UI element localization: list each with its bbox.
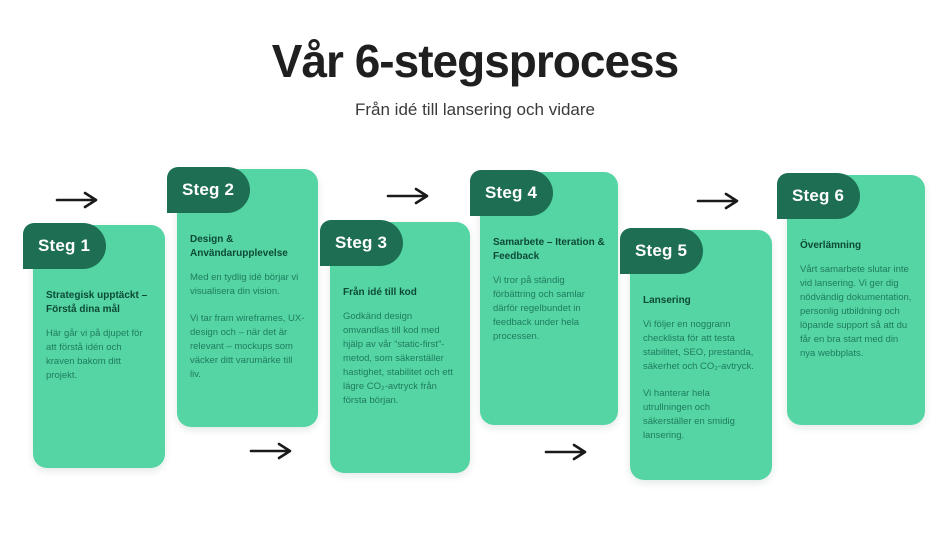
step-badge-label: Steg 4	[485, 183, 538, 202]
step-paragraph: Här går vi på djupet för att förstå idén…	[46, 328, 143, 381]
page-subtitle: Från idé till lansering och vidare	[354, 100, 595, 119]
step-heading: Strategisk upptäckt – Förstå dina mål	[46, 290, 148, 315]
page-title: Vår 6-stegsprocess	[271, 35, 679, 87]
step-card-4: Steg 4 Samarbete – Iteration & Feedback …	[470, 170, 618, 425]
step-heading: Samarbete – Iteration & Feedback	[493, 237, 605, 262]
step-heading: Design & Användarupplevelse	[190, 234, 288, 259]
step-paragraph: Vi följer en noggrann checklista för att…	[643, 319, 754, 372]
step-heading: Lansering	[643, 295, 691, 306]
step-card-3: Steg 3 Från idé till kod Godkänd design …	[320, 220, 470, 473]
step-badge-label: Steg 5	[635, 241, 688, 260]
step-badge: Steg 3	[320, 220, 403, 266]
step-badge: Steg 4	[470, 170, 553, 216]
step-heading: Från idé till kod	[343, 287, 417, 298]
step-paragraph: Vi tror på ständig förbättring och samla…	[493, 275, 585, 342]
step-badge: Steg 5	[620, 228, 703, 274]
arrow-right-icon	[386, 187, 429, 205]
arrow-right-icon	[55, 191, 98, 209]
step-badge: Steg 1	[23, 223, 106, 269]
step-badge-label: Steg 1	[38, 236, 91, 255]
arrow-right-icon	[544, 443, 587, 461]
arrow-right-icon	[249, 442, 292, 460]
step-paragraph: Vi tar fram wireframes, UX-design och – …	[190, 313, 305, 380]
step-paragraph: Godkänd design omvandlas till kod med hj…	[343, 311, 453, 406]
step-card-5: Steg 5 Lansering Vi följer en noggrann c…	[620, 228, 772, 480]
step-badge-label: Steg 2	[182, 180, 235, 199]
step-paragraph: Vi hanterar hela utrullningen och säkers…	[643, 388, 735, 441]
step-card-1: Steg 1 Strategisk upptäckt – Förstå dina…	[23, 223, 165, 468]
step-paragraph: Vårt samarbete slutar inte vid lansering…	[800, 264, 912, 359]
step-card-2: Steg 2 Design & Användarupplevelse Med e…	[167, 167, 318, 427]
step-badge: Steg 6	[777, 173, 860, 219]
step-card-6: Steg 6 Överlämning Vårt samarbete slutar…	[777, 173, 925, 425]
step-heading: Överlämning	[800, 240, 862, 251]
step-paragraph: Med en tydlig idé börjar vi visualisera …	[190, 272, 299, 297]
step-badge-label: Steg 3	[335, 233, 388, 252]
arrow-right-icon	[696, 192, 739, 210]
step-badge: Steg 2	[167, 167, 250, 213]
step-badge-label: Steg 6	[792, 186, 845, 205]
